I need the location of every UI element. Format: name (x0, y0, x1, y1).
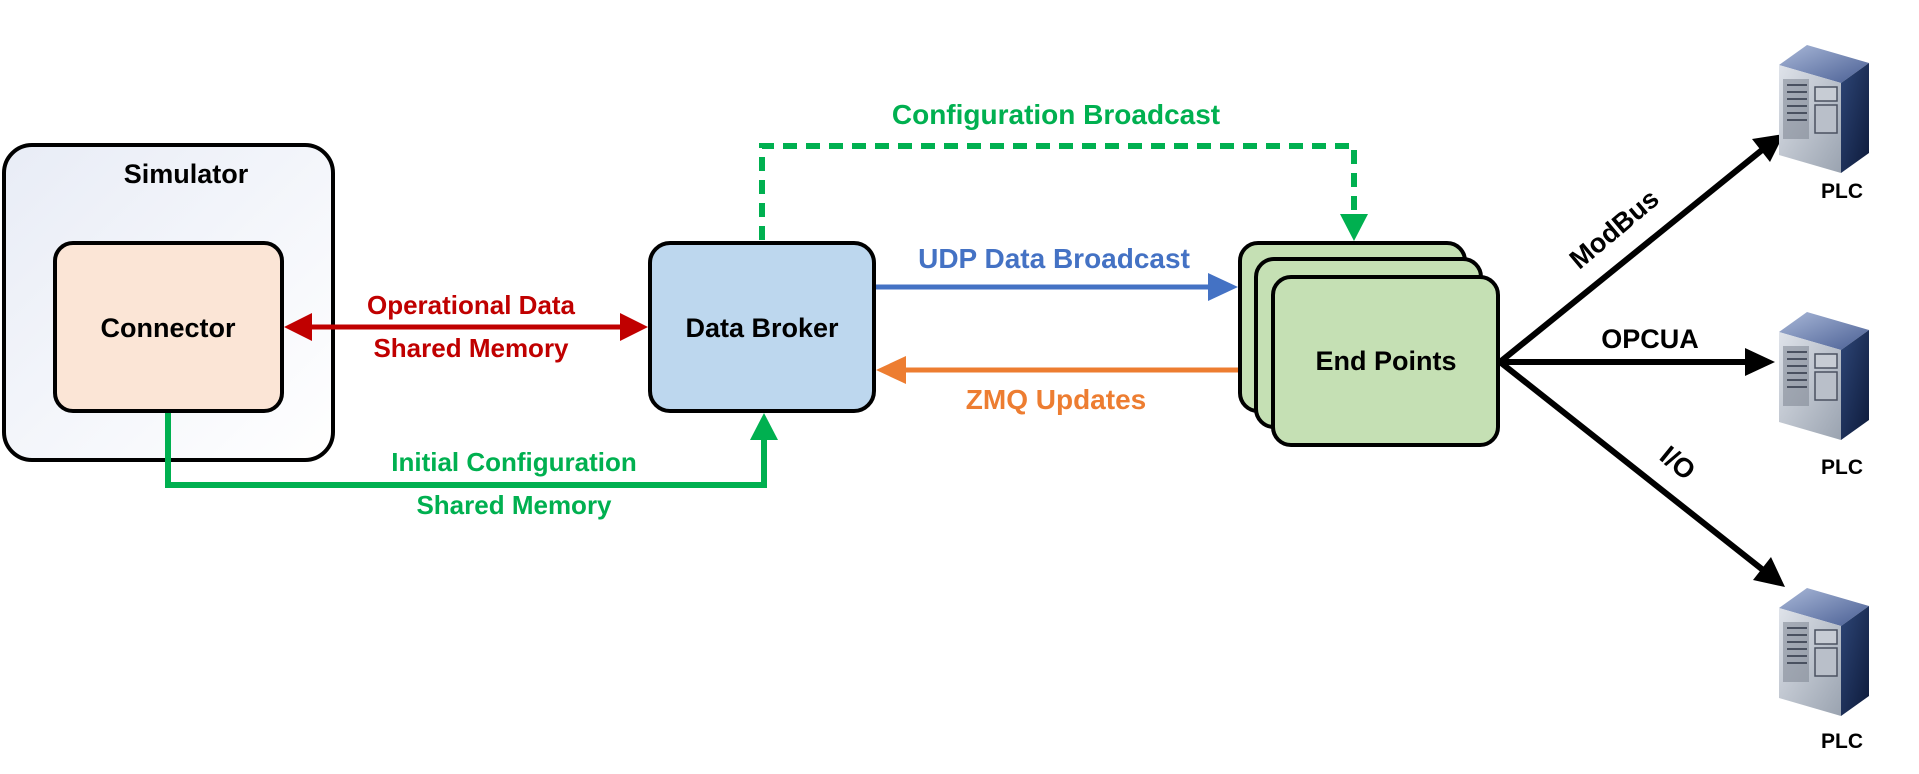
zmq-updates-label: ZMQ Updates (966, 384, 1146, 415)
configuration-broadcast-arrow (759, 143, 1368, 241)
data-broker-label: Data Broker (685, 313, 839, 343)
connector-box (53, 241, 284, 413)
connector-label: Connector (101, 313, 236, 343)
server-icon (1778, 587, 1870, 717)
server-icon (1778, 44, 1870, 174)
modbus-arrow (1498, 134, 1784, 365)
operational-data-arrow (284, 313, 648, 341)
operational-shared-memory-label: Shared Memory (373, 333, 569, 363)
io-arrow (1498, 359, 1785, 587)
simulator-label: Simulator (124, 159, 249, 189)
configuration-broadcast-label: Configuration Broadcast (892, 99, 1220, 130)
initial-shared-memory-label: Shared Memory (416, 490, 612, 520)
opcua-label: OPCUA (1601, 324, 1699, 354)
udp-data-broadcast-label: UDP Data Broadcast (918, 243, 1190, 274)
plc-label-bottom: PLC (1821, 730, 1863, 753)
initial-configuration-label: Initial Configuration (391, 447, 637, 477)
plc-label-top: PLC (1821, 180, 1863, 203)
server-icon (1778, 311, 1870, 441)
io-label: I/O (1654, 440, 1701, 486)
end-points-label: End Points (1316, 346, 1457, 376)
modbus-label: ModBus (1564, 183, 1665, 274)
initial-configuration-arrow (165, 413, 778, 488)
zmq-updates-arrow (876, 356, 1238, 384)
udp-data-broadcast-arrow (876, 273, 1238, 301)
data-broker-box (648, 241, 876, 413)
operational-data-label: Operational Data (367, 290, 576, 320)
opcua-arrow (1500, 348, 1775, 376)
end-point-box-front (1271, 275, 1500, 447)
plc-label-middle: PLC (1821, 456, 1863, 479)
